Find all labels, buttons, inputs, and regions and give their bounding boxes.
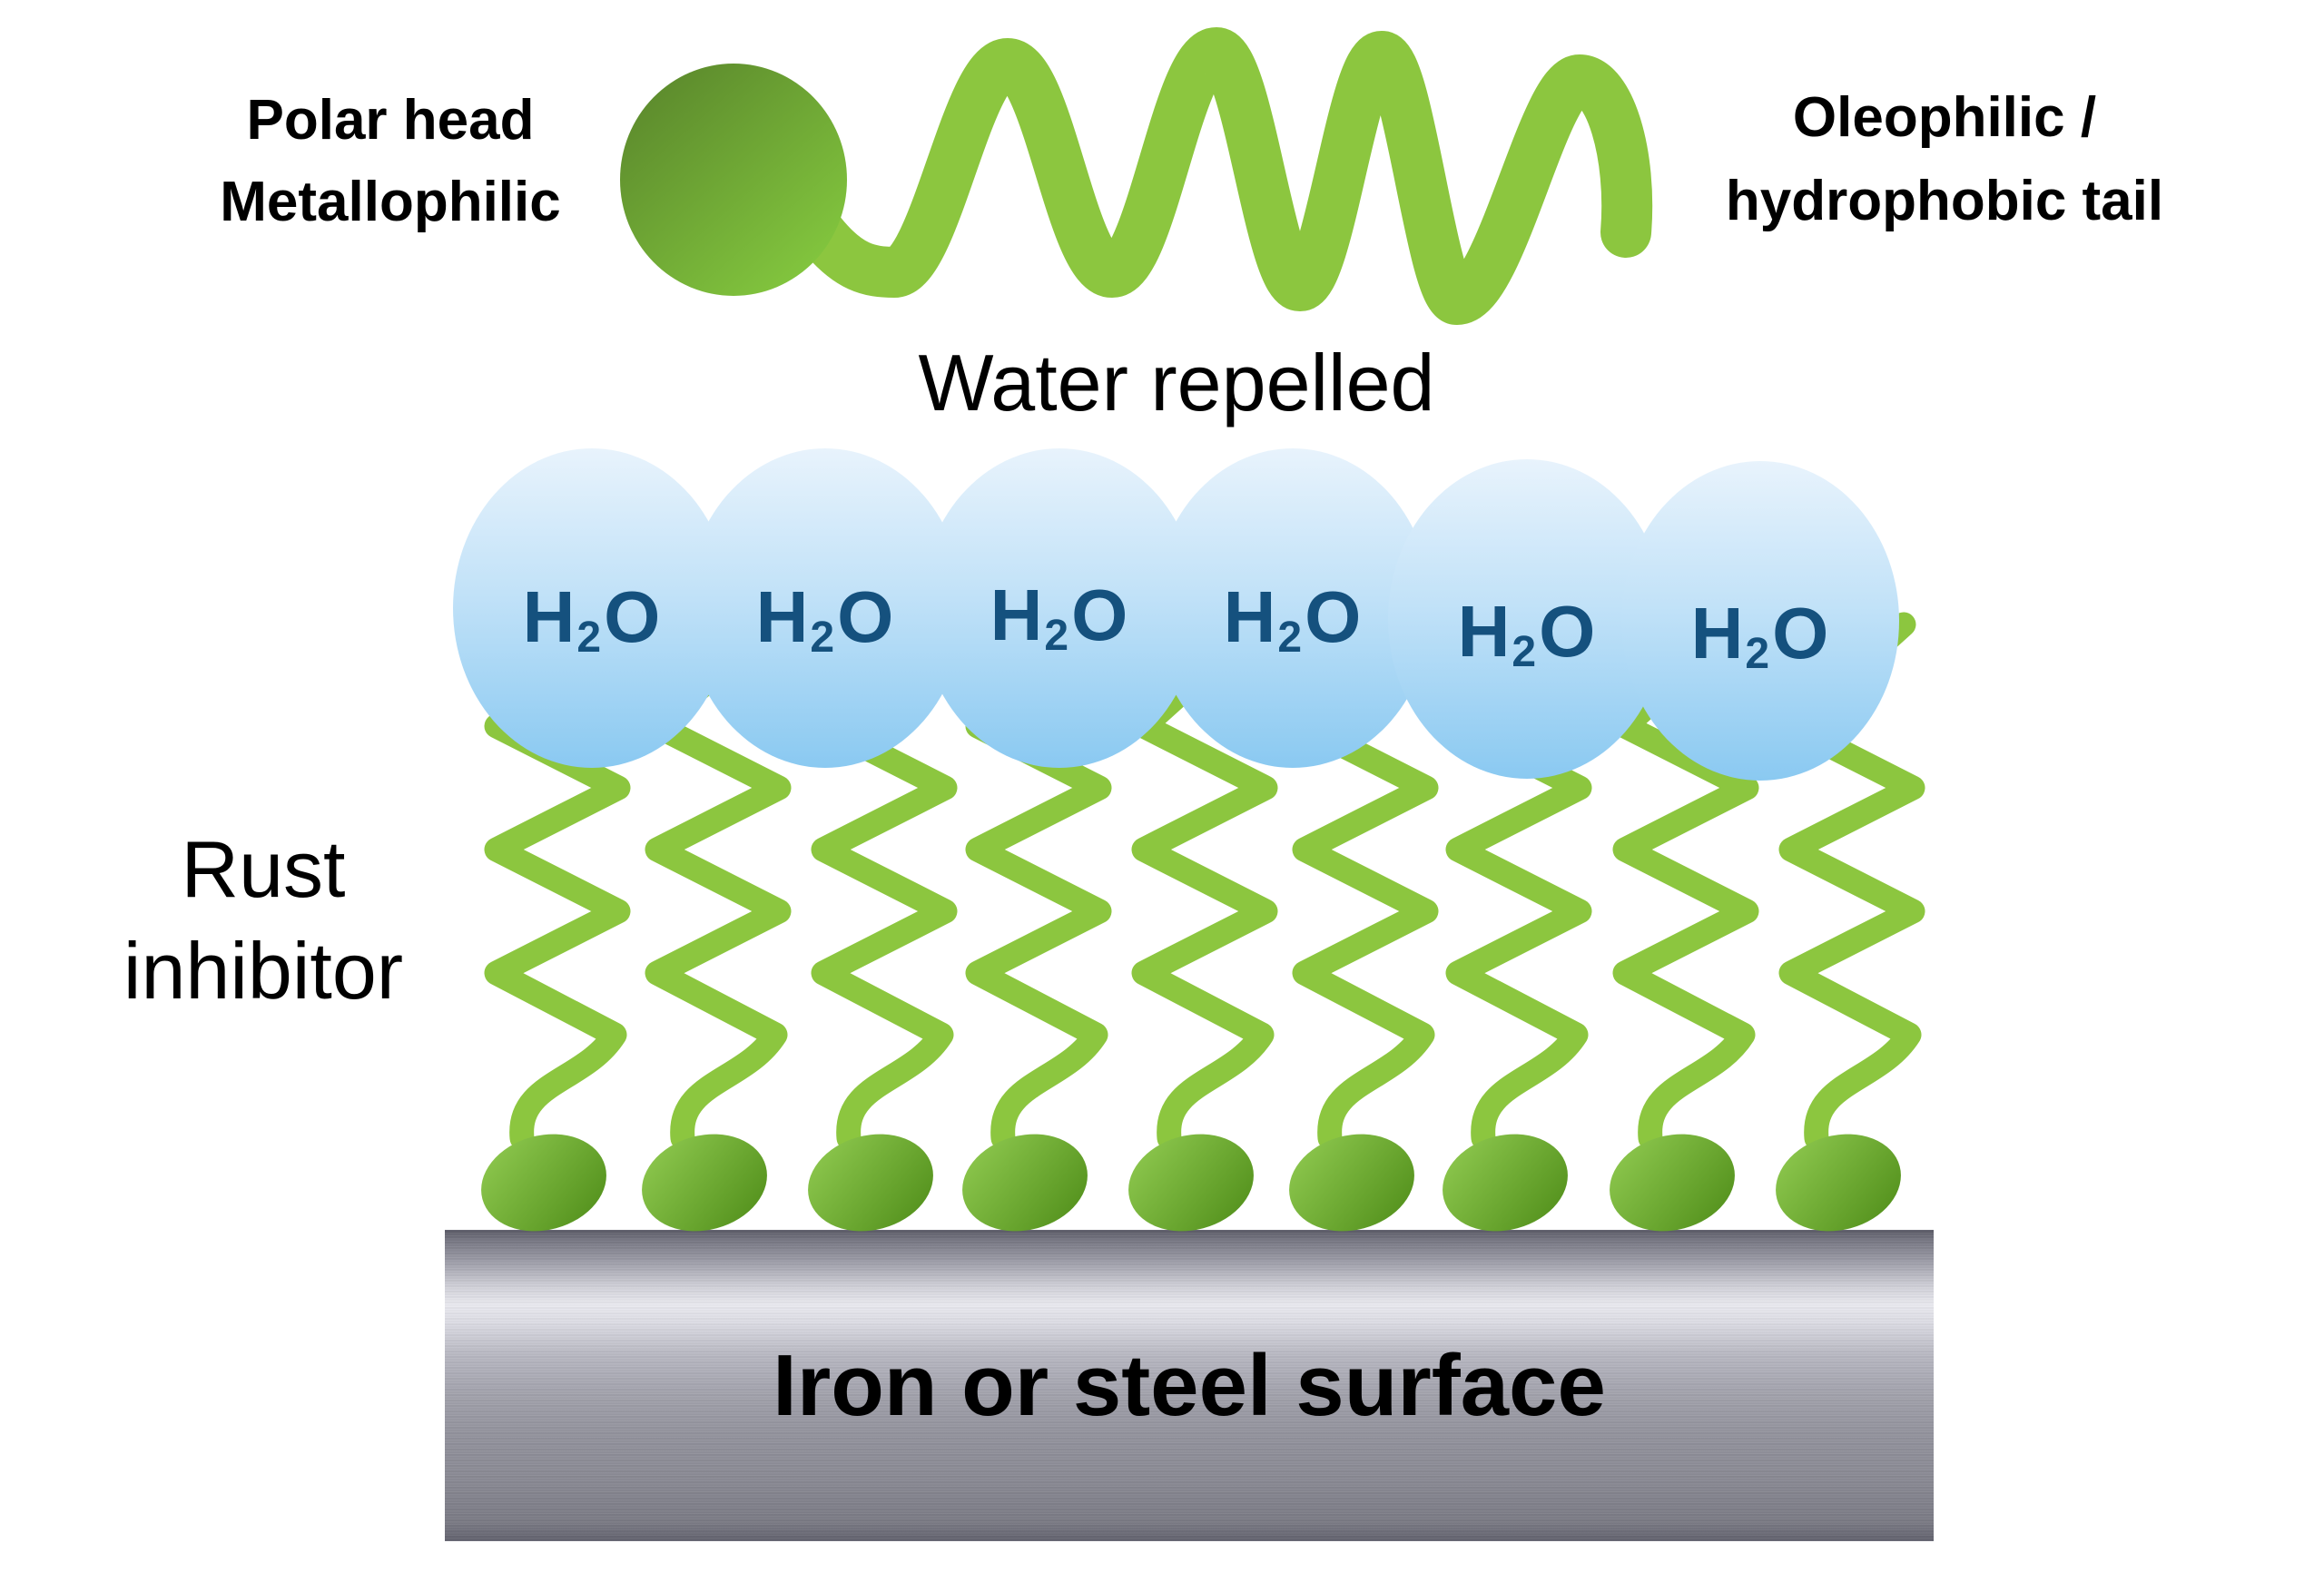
h2o-subscript: 2 bbox=[1512, 627, 1538, 676]
h2o-subscript: 2 bbox=[810, 613, 836, 662]
h2o-h: H bbox=[990, 575, 1044, 655]
legend-molecule-tail bbox=[796, 26, 1653, 326]
inhibitor-heads bbox=[481, 1134, 1901, 1232]
rust-inhibitor-line2: inhibitor bbox=[123, 926, 404, 1016]
water-droplet bbox=[921, 448, 1198, 768]
h2o-h: H bbox=[1223, 576, 1277, 657]
h2o-o: O bbox=[1071, 575, 1129, 655]
h2o-o: O bbox=[1305, 576, 1363, 657]
h2o-o: O bbox=[1772, 593, 1830, 673]
h2o-o: O bbox=[604, 576, 662, 657]
oleophilic-line2: hydrophobic tail bbox=[1725, 170, 2164, 232]
inhibitor-head bbox=[1128, 1134, 1254, 1232]
h2o-label: H2O bbox=[950, 570, 1168, 682]
inhibitor-tail bbox=[1131, 612, 1278, 1151]
water-droplet bbox=[453, 448, 731, 768]
h2o-h: H bbox=[1690, 593, 1745, 673]
inhibitor-head bbox=[1776, 1134, 1901, 1232]
h2o-label: H2O bbox=[483, 572, 701, 683]
inhibitor-tail bbox=[1292, 612, 1439, 1151]
inhibitor-tail bbox=[1445, 612, 1592, 1151]
inhibitor-head bbox=[481, 1134, 606, 1232]
water-droplet bbox=[1621, 461, 1899, 781]
rust-inhibitor-line1: Rust bbox=[181, 824, 346, 914]
h2o-subscript: 2 bbox=[1277, 613, 1304, 662]
oleophilic-tail-label: Oleophilic / hydrophobic tail bbox=[1661, 76, 2228, 243]
inhibitor-tail bbox=[1612, 612, 1759, 1151]
h2o-subscript: 2 bbox=[1745, 629, 1771, 678]
inhibitor-tail bbox=[484, 612, 631, 1151]
oleophilic-line1: Oleophilic / bbox=[1792, 86, 2097, 149]
inhibitor-head bbox=[808, 1134, 933, 1232]
inhibitor-tail bbox=[965, 612, 1112, 1151]
inhibitor-tail bbox=[645, 612, 792, 1151]
water-repelled-label: Water repelled bbox=[918, 338, 1435, 427]
water-droplet bbox=[1388, 459, 1666, 779]
inhibitor-head bbox=[642, 1134, 767, 1232]
water-droplet bbox=[1154, 448, 1432, 768]
polar-head-label: Polar head Metallophilic bbox=[118, 80, 663, 243]
inhibitor-head bbox=[1610, 1134, 1735, 1232]
inhibitor-head bbox=[1289, 1134, 1414, 1232]
h2o-subscript: 2 bbox=[576, 613, 603, 662]
inhibitor-head bbox=[962, 1134, 1088, 1232]
water-droplets bbox=[453, 448, 1899, 781]
steel-surface-bar: Iron or steel surface bbox=[445, 1230, 1934, 1541]
h2o-o: O bbox=[1539, 591, 1597, 672]
h2o-subscript: 2 bbox=[1044, 611, 1070, 660]
legend-molecule bbox=[620, 26, 1653, 326]
inhibitor-tail bbox=[1778, 612, 1925, 1151]
h2o-label: H2O bbox=[1418, 586, 1636, 698]
h2o-label: H2O bbox=[716, 572, 934, 683]
polar-head-line1: Polar head bbox=[246, 89, 535, 152]
rust-inhibitor-label: Rust inhibitor bbox=[36, 819, 490, 1022]
h2o-o: O bbox=[837, 576, 895, 657]
legend-molecule-head bbox=[620, 64, 847, 296]
h2o-h: H bbox=[522, 576, 576, 657]
polar-head-line2: Metallophilic bbox=[220, 171, 561, 233]
inhibitor-tails bbox=[484, 612, 1925, 1151]
h2o-h: H bbox=[755, 576, 810, 657]
inhibitor-head bbox=[1443, 1134, 1568, 1232]
h2o-label: H2O bbox=[1651, 588, 1869, 700]
inhibitor-tail bbox=[811, 612, 958, 1151]
h2o-label: H2O bbox=[1184, 572, 1402, 683]
steel-surface-label: Iron or steel surface bbox=[773, 1336, 1606, 1434]
h2o-h: H bbox=[1457, 591, 1512, 672]
water-droplet bbox=[686, 448, 964, 768]
